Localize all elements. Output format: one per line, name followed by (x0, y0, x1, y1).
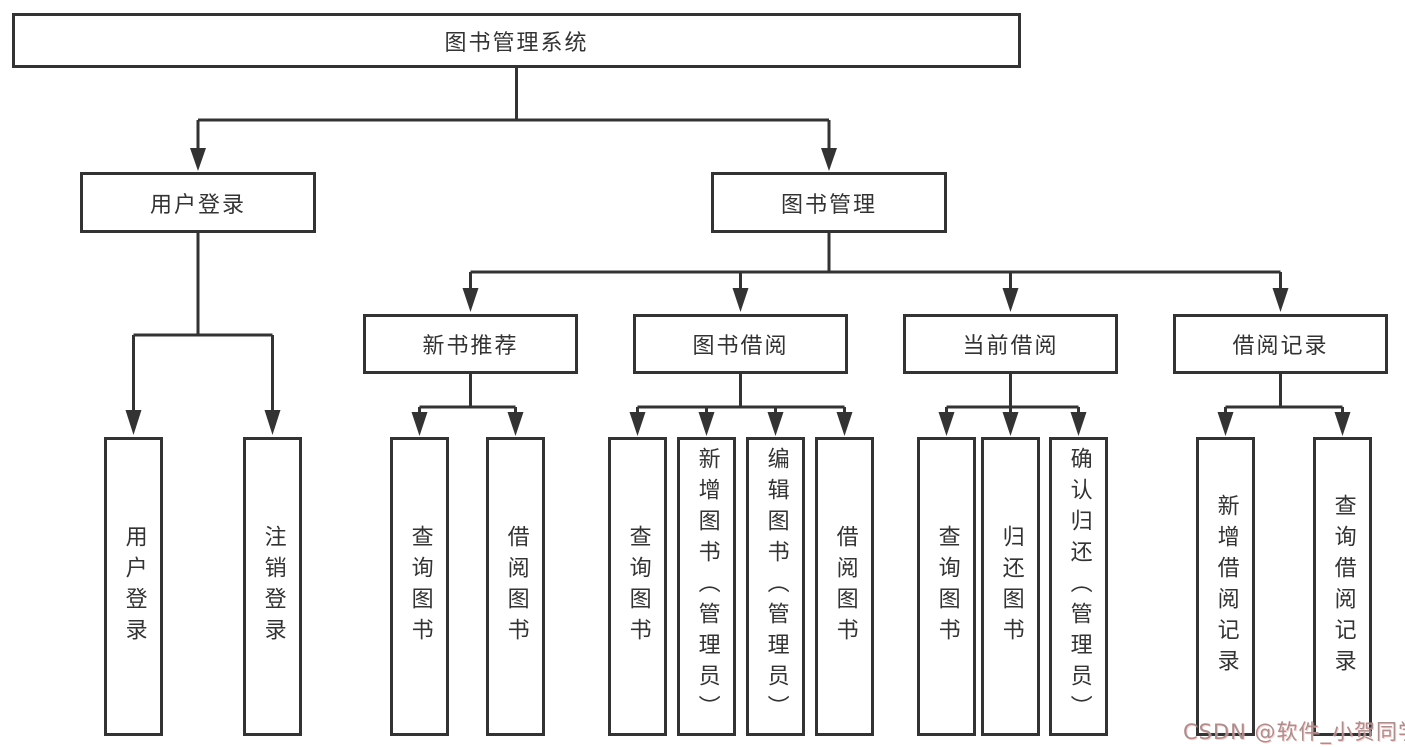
leaf-borrow-books-recommend: 借阅图书 (486, 437, 545, 736)
node-current-borrow: 当前借阅 (903, 314, 1118, 374)
leaf-edit-book-admin-label: 编辑图书（管理员） (763, 447, 789, 726)
leaf-confirm-return-admin-label: 确认归还（管理员） (1066, 447, 1092, 726)
node-root-library-system: 图书管理系统 (12, 13, 1021, 68)
leaf-return-book-label: 归还图书 (998, 524, 1024, 649)
node-book-borrow: 图书借阅 (633, 314, 848, 374)
leaf-logout: 注销登录 (243, 437, 302, 736)
leaf-borrow-books: 借阅图书 (815, 437, 874, 736)
leaf-user-login-label: 用户登录 (121, 524, 147, 649)
leaf-query-books-current-label: 查询图书 (934, 524, 960, 649)
leaf-query-borrow-record: 查询借阅记录 (1313, 437, 1372, 736)
leaf-query-borrow-record-label: 查询借阅记录 (1330, 493, 1356, 680)
leaf-query-books-current: 查询图书 (917, 437, 976, 736)
node-user-login: 用户登录 (80, 172, 316, 233)
leaf-add-book-admin: 新增图书（管理员） (677, 437, 736, 736)
node-book-management: 图书管理 (711, 172, 947, 233)
node-new-book-recommend: 新书推荐 (363, 314, 578, 374)
node-borrow-records: 借阅记录 (1173, 314, 1388, 374)
leaf-confirm-return-admin: 确认归还（管理员） (1049, 437, 1108, 736)
leaf-query-books-recommend: 查询图书 (390, 437, 449, 736)
leaf-add-borrow-record: 新增借阅记录 (1196, 437, 1255, 736)
leaf-return-book: 归还图书 (981, 437, 1040, 736)
leaf-logout-label: 注销登录 (260, 524, 286, 649)
leaf-query-books-borrow-label: 查询图书 (625, 524, 651, 649)
leaf-add-book-admin-label: 新增图书（管理员） (694, 447, 720, 726)
leaf-user-login: 用户登录 (104, 437, 163, 736)
leaf-borrow-books-label: 借阅图书 (832, 524, 858, 649)
leaf-query-books-borrow: 查询图书 (608, 437, 667, 736)
csdn-watermark: CSDN @软件_小贺同学 (1183, 720, 1405, 744)
leaf-edit-book-admin: 编辑图书（管理员） (746, 437, 805, 736)
leaf-query-books-recommend-label: 查询图书 (407, 524, 433, 649)
leaf-add-borrow-record-label: 新增借阅记录 (1213, 493, 1239, 680)
leaf-borrow-books-recommend-label: 借阅图书 (503, 524, 529, 649)
